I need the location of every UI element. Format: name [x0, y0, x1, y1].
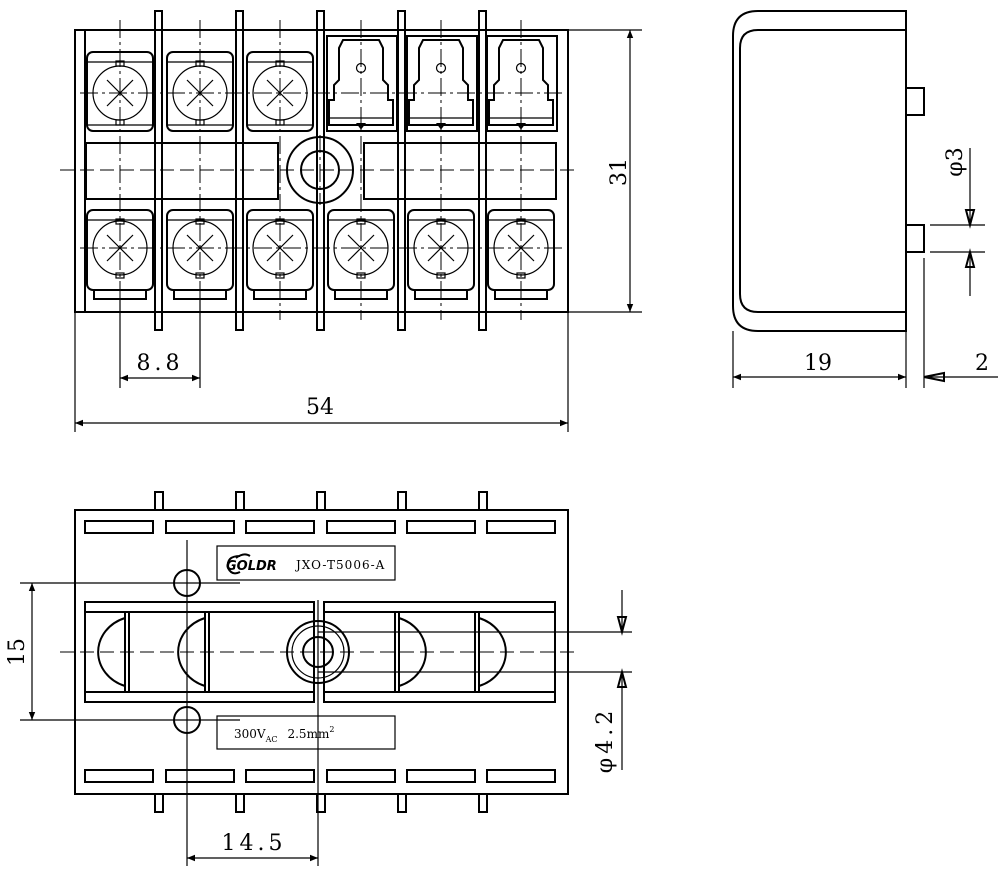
screw-notch — [115, 272, 125, 279]
quick-connect-tab — [328, 39, 394, 126]
screw-notch — [516, 218, 526, 225]
brand-logo-mark — [226, 553, 251, 575]
arrow — [964, 209, 976, 229]
tab-cell — [406, 35, 478, 132]
pin — [478, 793, 488, 813]
wire-clamp — [253, 289, 307, 300]
dome — [177, 617, 206, 687]
brand-logo: GOLDR — [226, 559, 277, 574]
screw-notch — [115, 218, 125, 225]
slot — [486, 769, 556, 783]
rating-voltage: 300V — [234, 727, 266, 741]
slot — [326, 520, 396, 534]
pin — [316, 491, 326, 511]
arrow — [616, 616, 628, 636]
arrow — [616, 668, 628, 688]
side-outline — [732, 10, 907, 332]
housing-outline — [74, 29, 569, 313]
rating-wire-sup: 2 — [329, 725, 334, 734]
wire-clamp — [414, 289, 468, 300]
pin — [397, 793, 407, 813]
slot — [245, 769, 315, 783]
wire-clamp — [93, 289, 147, 300]
slot — [165, 520, 235, 534]
quick-connect-tab — [408, 39, 474, 126]
screw-notch — [275, 218, 285, 225]
screw-cross — [347, 234, 375, 262]
pin — [478, 491, 488, 511]
slot — [486, 520, 556, 534]
slot — [165, 769, 235, 783]
slot — [84, 520, 154, 534]
slot — [406, 769, 476, 783]
rating-voltage-sub: AC — [265, 735, 278, 744]
screw-notch — [195, 272, 205, 279]
arrow — [923, 371, 945, 383]
model-label: JXO-T5006-A — [294, 558, 385, 572]
screw-notch — [356, 218, 366, 225]
rating-wire: 2.5mm — [287, 727, 329, 741]
dim-phi3: φ3 — [943, 147, 968, 176]
slot — [84, 769, 154, 783]
dim-14-5: 14.5 — [222, 831, 287, 856]
slot — [406, 520, 476, 534]
dim-19: 19 — [804, 351, 832, 376]
screw-cross — [266, 234, 294, 262]
pin — [154, 793, 164, 813]
dim-15: 15 — [5, 638, 30, 666]
dim-54: 54 — [306, 395, 334, 420]
pin-tab — [905, 224, 925, 253]
slot — [326, 769, 396, 783]
marker-strip — [363, 142, 557, 200]
screw-notch — [436, 218, 446, 225]
wire-clamp — [173, 289, 227, 300]
label-plate — [216, 715, 396, 750]
pin — [235, 491, 245, 511]
channel — [84, 601, 315, 703]
dome — [97, 617, 126, 687]
dim-8-8: 8.8 — [137, 351, 184, 376]
side-edge — [739, 29, 906, 313]
dim-31: 31 — [607, 158, 632, 186]
front-view — [60, 10, 642, 432]
slot — [245, 520, 315, 534]
label-plate — [216, 545, 396, 581]
pin — [154, 491, 164, 511]
tab-cell — [326, 35, 398, 132]
screw-notch — [436, 272, 446, 279]
wire-clamp — [334, 289, 388, 300]
marker-strip — [85, 142, 279, 200]
screw-notch — [195, 218, 205, 225]
dim-phi4-2: φ4.2 — [593, 707, 618, 773]
arrow — [964, 248, 976, 268]
screw-notch — [275, 272, 285, 279]
pin — [316, 793, 326, 813]
screw-notch — [516, 272, 526, 279]
rating-label: 300VAC 2.5mm2 — [234, 725, 334, 744]
quick-connect-tab — [488, 39, 554, 126]
dim-2: 2 — [975, 351, 989, 376]
screw-notch — [356, 272, 366, 279]
pin — [397, 491, 407, 511]
pin — [235, 793, 245, 813]
wire-clamp — [494, 289, 548, 300]
bottom-view — [20, 491, 632, 866]
pin-tab — [905, 87, 925, 116]
tab-cell — [486, 35, 558, 132]
side-view — [732, 10, 998, 388]
